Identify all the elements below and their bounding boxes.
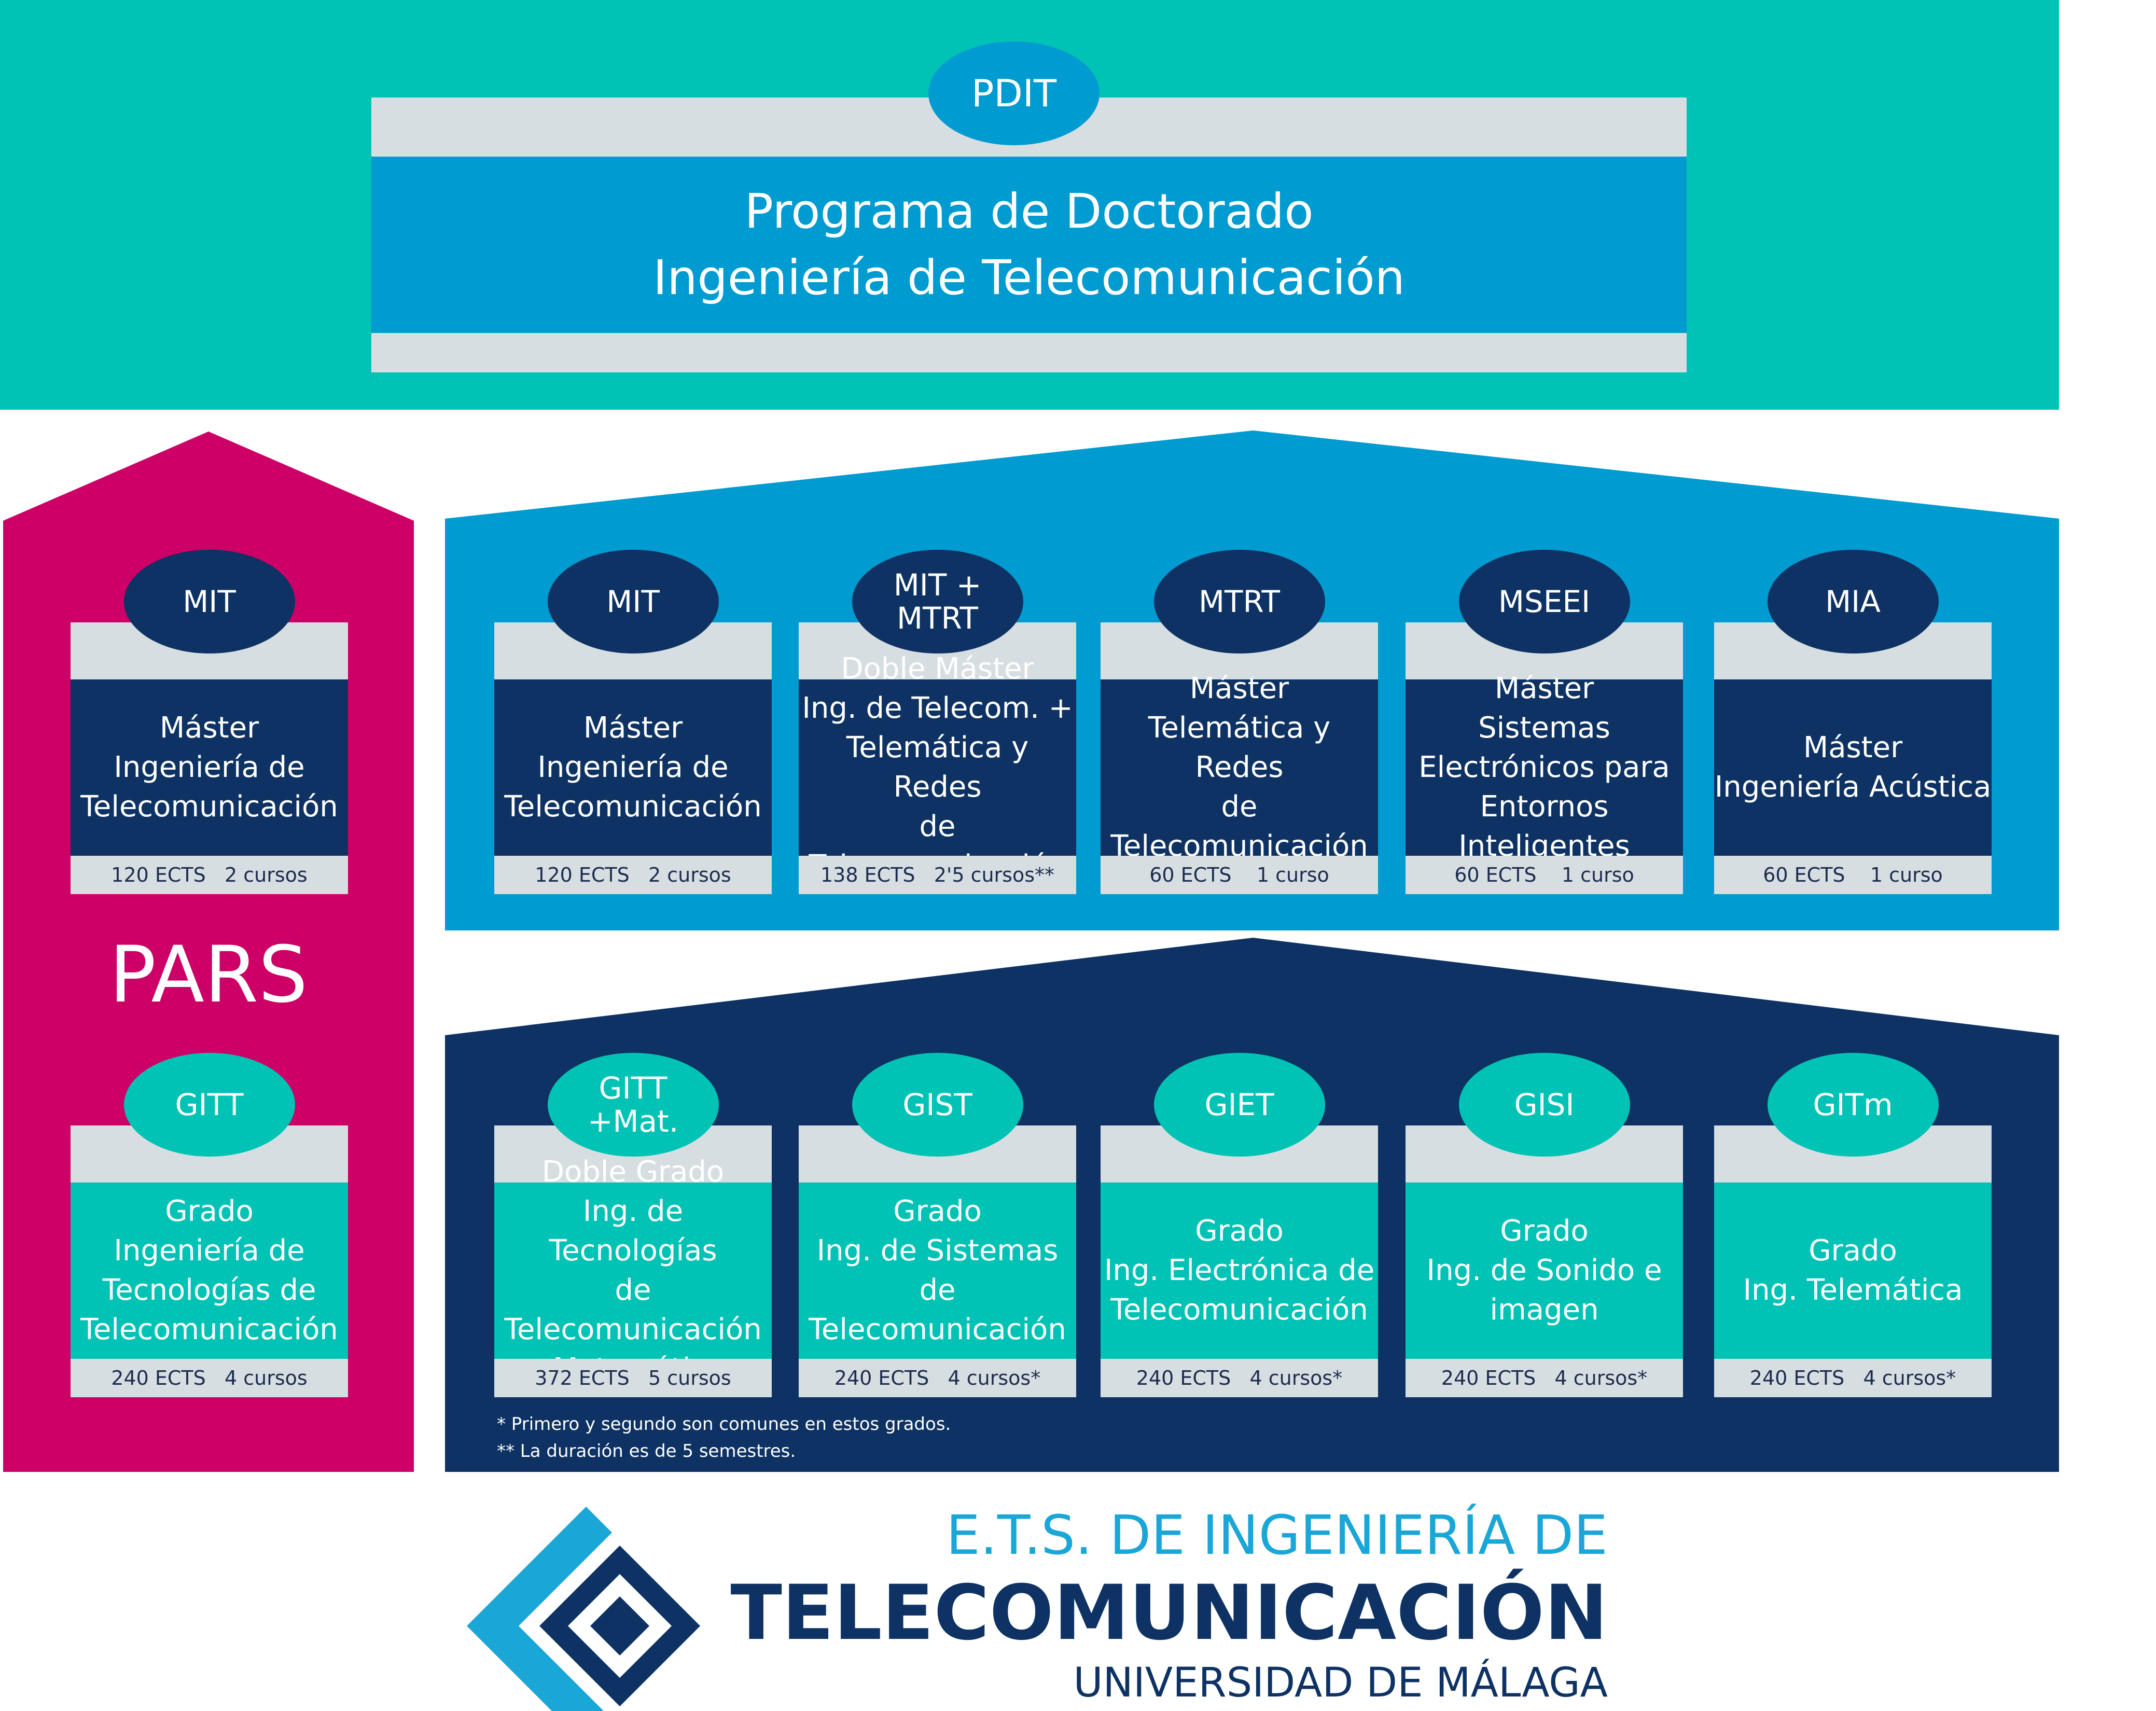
pars-master-badge-text: MIT	[183, 584, 236, 619]
grado-card-0-ects: 372 ECTS 5 cursos	[494, 1359, 772, 1397]
grado-card-3-title: Grado Ing. de Sonido e imagen	[1406, 1183, 1683, 1359]
footnote-1: * Primero y segundo son comunes en estos…	[497, 1414, 951, 1435]
grado-card-1-ects: 240 ECTS 4 cursos*	[799, 1359, 1076, 1397]
master-card-0-badge: MIT	[547, 550, 719, 653]
master-card-4-ects: 60 ECTS 1 curso	[1714, 856, 1992, 894]
logo-mark	[467, 1507, 700, 1711]
master-card-3-ects: 60 ECTS 1 curso	[1406, 856, 1683, 894]
pdit-title-line1: Programa de Doctorado	[744, 184, 1314, 239]
master-card-1-ects: 138 ECTS 2'5 cursos**	[799, 856, 1076, 894]
pars-master-title: Máster Ingeniería de Telecomunicación	[71, 679, 348, 856]
grado-card-4-badge-text: GITm	[1813, 1087, 1893, 1122]
grado-card-0-title: Doble Grado Ing. de Tecnologías de Telec…	[494, 1155, 772, 1386]
grado-card-3-badge: GISI	[1458, 1053, 1630, 1157]
grado-card-0-badge-text: GITT +Mat.	[587, 1070, 679, 1139]
grado-card-4-ects: 240 ECTS 4 cursos*	[1714, 1359, 1992, 1397]
pdit-title-box	[371, 157, 1687, 333]
pdit-badge: PDIT	[928, 41, 1100, 145]
grado-card-0-badge: GITT +Mat.	[547, 1053, 719, 1157]
pars-grado-title: Grado Ingeniería de Tecnologías de Telec…	[71, 1183, 348, 1359]
logo-chevron	[467, 1507, 612, 1711]
grado-card-2-title: Grado Ing. Electrónica de Telecomunicaci…	[1101, 1183, 1378, 1359]
master-card-0-ects: 120 ECTS 2 cursos	[494, 856, 772, 894]
master-card-2-badge: MTRT	[1153, 550, 1325, 653]
logo-line2: TELECOMUNICACIÓN	[730, 1569, 1608, 1657]
master-card-0-title: Máster Ingeniería de Telecomunicación	[494, 679, 772, 856]
grado-card-4-title: Grado Ing. Telemática	[1714, 1183, 1992, 1359]
logo-diamond-inner	[590, 1596, 649, 1656]
pdit-title-line2: Ingeniería de Telecomunicación	[653, 250, 1405, 305]
master-card-2-title: Máster Telemática y Redes de Telecomunic…	[1101, 672, 1378, 863]
grado-card-1-title: Grado Ing. de Sistemas de Telecomunicaci…	[799, 1183, 1076, 1359]
pdit-title: Programa de Doctorado Ingeniería de Tele…	[371, 157, 1687, 333]
pdit-badge-text: PDIT	[971, 72, 1057, 115]
pars-grado-ects: 240 ECTS 4 cursos	[71, 1359, 348, 1397]
footnote-2: ** La duración es de 5 semestres.	[497, 1441, 796, 1462]
master-card-3-badge: MSEEI	[1458, 550, 1630, 653]
grado-card-3-ects: 240 ECTS 4 cursos*	[1406, 1359, 1683, 1397]
pars-grado-badge: GITT	[123, 1053, 295, 1157]
grado-card-1-badge-text: GIST	[902, 1087, 972, 1122]
pars-master-badge: MIT	[123, 550, 295, 653]
master-card-4-title: Máster Ingeniería Acústica	[1714, 679, 1992, 856]
grado-card-2-badge-text: GIET	[1204, 1087, 1274, 1122]
master-card-4-badge: MIA	[1767, 550, 1939, 653]
master-card-1-badge: MIT + MTRT	[852, 550, 1023, 653]
master-card-1-badge-text: MIT + MTRT	[893, 567, 982, 636]
grado-card-2-ects: 240 ECTS 4 cursos*	[1101, 1359, 1378, 1397]
logo-line3: UNIVERSIDAD DE MÁLAGA	[1073, 1660, 1608, 1706]
grado-card-3-badge-text: GISI	[1514, 1087, 1575, 1122]
master-card-3-title: Máster Sistemas Electrónicos para Entorn…	[1406, 672, 1683, 863]
master-card-4-badge-text: MIA	[1825, 584, 1881, 619]
master-card-0-badge-text: MIT	[606, 584, 660, 619]
grado-card-4-badge: GITm	[1767, 1053, 1939, 1157]
pars-master-ects: 120 ECTS 2 cursos	[71, 856, 348, 894]
pars-grado-badge-text: GITT	[175, 1087, 244, 1122]
grado-card-1-badge: GIST	[852, 1053, 1023, 1157]
logo-line1: E.T.S. DE INGENIERÍA DE	[946, 1504, 1608, 1567]
pars-label: PARS	[109, 930, 308, 1020]
grado-card-2-badge: GIET	[1153, 1053, 1325, 1157]
master-card-2-badge-text: MTRT	[1199, 584, 1280, 619]
master-card-2-ects: 60 ECTS 1 curso	[1101, 856, 1378, 894]
master-card-3-badge-text: MSEEI	[1498, 584, 1591, 619]
master-card-1-title: Doble Máster Ing. de Telecom. + Telemáti…	[799, 652, 1076, 883]
